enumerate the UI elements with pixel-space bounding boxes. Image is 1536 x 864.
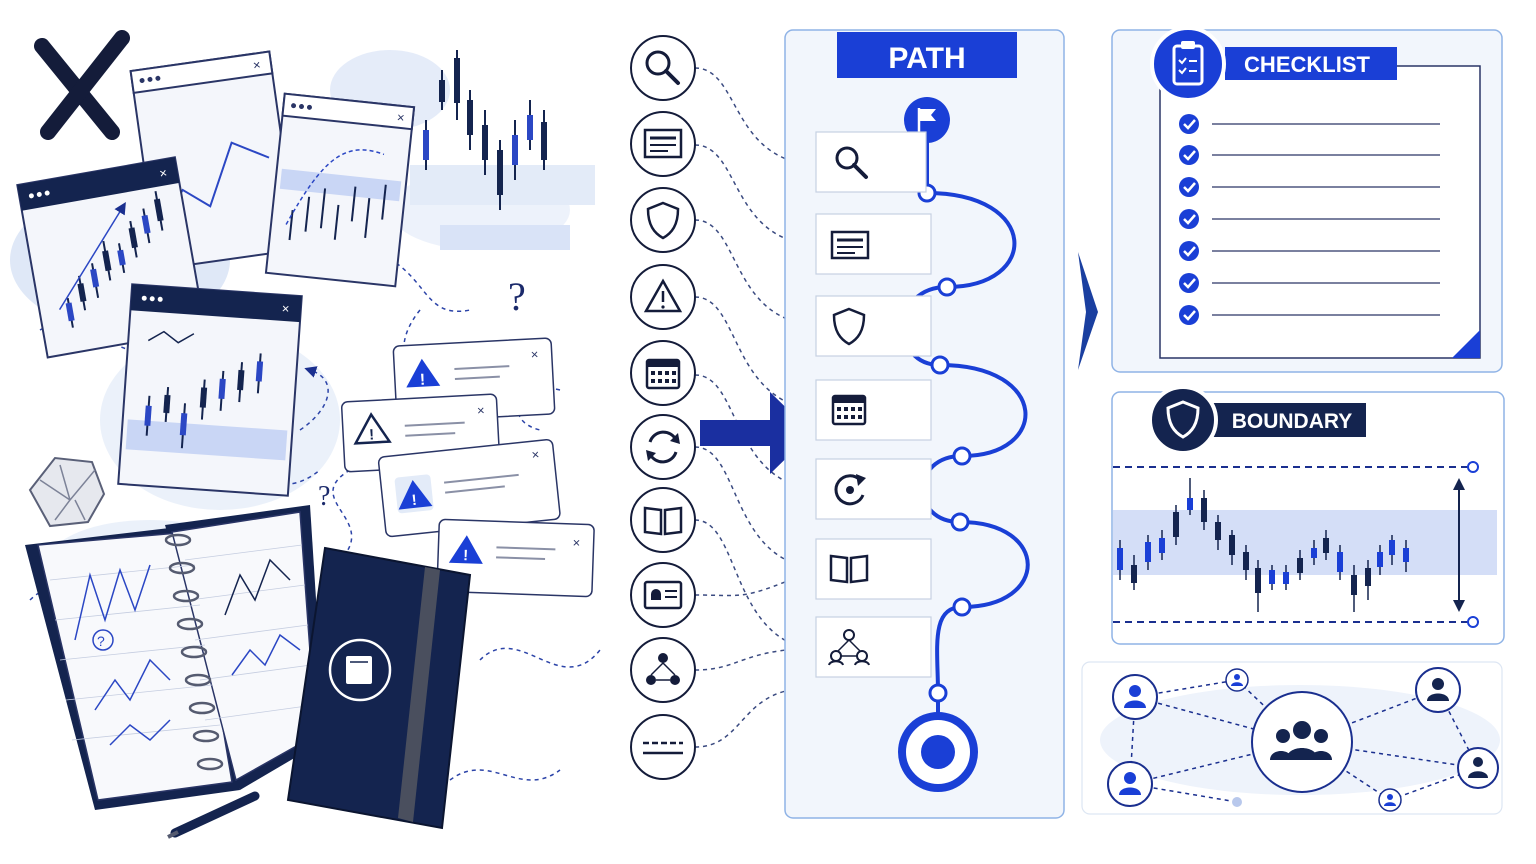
chaos-area: ? ? × × [10, 30, 601, 839]
review-icon [834, 474, 866, 506]
svg-text:×: × [252, 57, 262, 73]
closed-notebook [286, 546, 472, 830]
book-icon [829, 554, 869, 584]
network-icon [828, 629, 870, 666]
check-icon [1179, 177, 1199, 197]
check-icon [1179, 241, 1199, 261]
boundary-candles [1117, 478, 1409, 612]
person-icon [1415, 667, 1461, 713]
chart-window: × [117, 283, 303, 497]
svg-text:!: ! [369, 426, 375, 443]
path-step-card [815, 379, 932, 441]
flow-arrow [700, 392, 812, 474]
path-step-card [815, 616, 932, 678]
svg-text:?: ? [508, 274, 526, 319]
svg-text:×: × [158, 165, 168, 181]
crumpled-paper-icon [28, 456, 106, 528]
svg-text:×: × [281, 301, 290, 316]
path-step-card [815, 295, 932, 357]
alert-card: ! × [436, 518, 595, 598]
person-icon [1112, 674, 1158, 720]
search-icon [630, 35, 696, 101]
check-icon [1179, 273, 1199, 293]
checklist-title: CHECKLIST [1244, 52, 1370, 77]
person-icon [1225, 668, 1249, 692]
path-step-card [815, 131, 927, 193]
shield-icon [630, 187, 696, 253]
warning-icon [630, 264, 696, 330]
path-step-card [815, 213, 932, 275]
check-icon [1179, 209, 1199, 229]
chevron-right-icon [1078, 252, 1098, 370]
community-group-icon [1251, 691, 1353, 793]
svg-text:?: ? [97, 633, 105, 649]
boundary-title: BOUNDARY [1232, 410, 1353, 433]
search-icon [835, 146, 868, 179]
x-mark-icon [34, 30, 130, 140]
network-icon [630, 637, 696, 703]
range-arrow [1453, 478, 1465, 612]
divider-icon [630, 714, 696, 780]
pen-icon [167, 791, 260, 839]
checklist-items [1179, 114, 1440, 325]
svg-text:×: × [396, 110, 405, 126]
svg-text:×: × [477, 403, 485, 418]
chart-window: × [264, 92, 416, 288]
check-icon [1179, 305, 1199, 325]
person-icon [1107, 761, 1153, 807]
shield-icon [1148, 385, 1218, 455]
community-network-panel [1081, 661, 1503, 815]
refresh-icon [630, 414, 696, 480]
person-icon [1457, 747, 1499, 789]
path-title: PATH [888, 42, 965, 75]
clipboard-icon [1150, 26, 1226, 102]
icon-column [630, 35, 816, 780]
path-panel: PATH [784, 29, 1065, 819]
svg-text:!: ! [463, 547, 469, 564]
calendar-icon [831, 394, 867, 426]
goal-target-icon [898, 712, 978, 792]
news-icon [830, 230, 870, 260]
checklist-panel: CHECKLIST [1111, 26, 1503, 373]
shield-icon [832, 307, 866, 346]
svg-text:×: × [531, 447, 540, 463]
path-step-card [815, 458, 932, 520]
book-icon [630, 487, 696, 553]
news-icon [630, 111, 696, 177]
path-step-card [815, 538, 932, 600]
check-icon [1179, 114, 1199, 134]
alert-card-icon [630, 562, 696, 628]
svg-text:!: ! [419, 372, 425, 389]
alert-card: ! × [377, 438, 561, 538]
svg-text:!: ! [411, 492, 418, 509]
candlestick-chart [410, 50, 595, 250]
person-icon [1378, 788, 1402, 812]
svg-text:×: × [530, 347, 538, 362]
check-icon [1179, 145, 1199, 165]
open-notebook: ? [25, 505, 325, 810]
svg-text:?: ? [318, 481, 330, 512]
boundary-panel: BOUNDARY [1111, 385, 1505, 645]
calendar-icon [630, 340, 696, 406]
svg-text:×: × [572, 535, 580, 550]
